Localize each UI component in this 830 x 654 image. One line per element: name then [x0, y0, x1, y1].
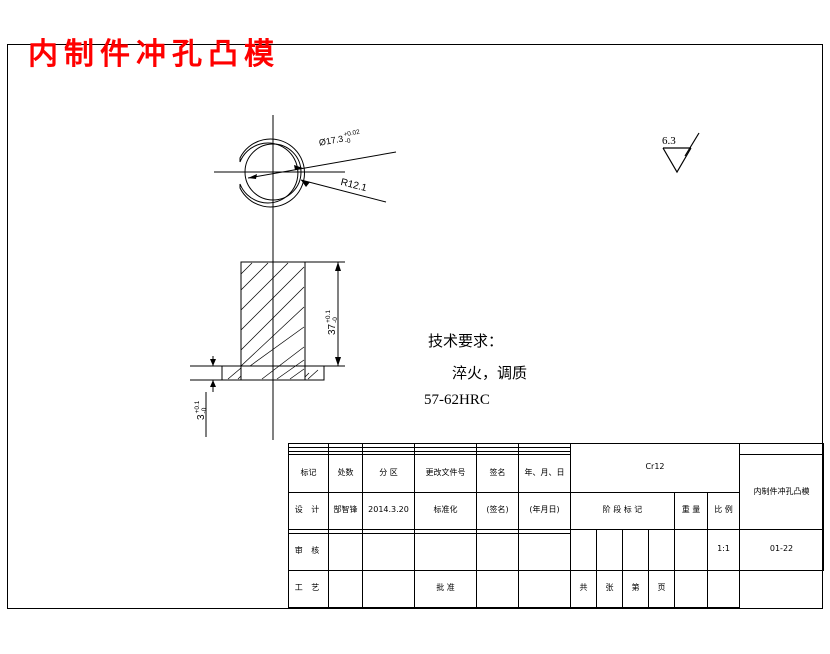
- process-date[interactable]: [362, 569, 415, 609]
- rev-header-mark: 标记: [288, 454, 329, 493]
- standardization-sign[interactable]: (签名): [476, 491, 519, 530]
- diameter-value: 17.3: [325, 133, 345, 147]
- flange-tol-lower: -0: [200, 407, 208, 414]
- height-tol-lower: -0: [331, 317, 339, 323]
- tech-req-heading: 技术要求：: [428, 332, 504, 350]
- designer-name[interactable]: 郜智锋: [328, 491, 363, 530]
- process-name[interactable]: [328, 569, 363, 609]
- drawing-number[interactable]: 01-22: [739, 528, 824, 571]
- sheet-footer-page: 页: [648, 569, 675, 609]
- section-view-dimensions: [190, 261, 345, 437]
- material-cell[interactable]: Cr12: [570, 443, 740, 493]
- review-signdate[interactable]: [518, 532, 571, 571]
- sheet-footer-total: 共: [570, 569, 597, 609]
- design-row: 设 计 郜智锋 2014.3.20 标准化 (签名) (年月日) 阶 段 标 记…: [288, 491, 824, 530]
- stage-header-marking: 阶 段 标 记: [570, 491, 675, 530]
- process-row: 工 艺 批 准 共 张 第 页: [288, 569, 824, 609]
- stage-header-weight: 重 量: [674, 491, 708, 530]
- rev-header-count: 处数: [328, 454, 363, 493]
- approve-sign[interactable]: [476, 569, 519, 609]
- role-label-design: 设 计: [288, 491, 329, 530]
- tech-req-line-2: 57-62HRC: [424, 392, 490, 408]
- rev-header-sign: 签名: [476, 454, 519, 493]
- rev-header-date: 年、月、日: [518, 454, 571, 493]
- sheet-footer-no: 第: [622, 569, 649, 609]
- stage-cell-4[interactable]: [648, 528, 675, 571]
- page-title: 内制件冲孔凸模: [28, 37, 280, 72]
- role-label-standardization: 标准化: [414, 491, 477, 530]
- title-block-row: 1:1 01-22: [288, 528, 824, 571]
- title-block-row: Cr12: [288, 442, 824, 493]
- weight-cell[interactable]: [674, 528, 708, 571]
- review-row: 审 核: [288, 532, 824, 571]
- standardization-date[interactable]: (年月日): [518, 491, 571, 530]
- role-label-review: 审 核: [288, 532, 329, 571]
- sheet-footer-sheets: 张: [596, 569, 623, 609]
- stage-cell-1[interactable]: [570, 528, 597, 571]
- review-date[interactable]: [362, 532, 415, 571]
- height-value: 37: [327, 323, 339, 335]
- review-sign[interactable]: [476, 532, 519, 571]
- rev-header-docno: 更改文件号: [414, 454, 477, 493]
- stage-cell-3[interactable]: [622, 528, 649, 571]
- review-extra[interactable]: [414, 532, 477, 571]
- technical-requirements: 技术要求： 淬火，调质 57-62HRC: [424, 330, 528, 409]
- role-label-approve: 批 准: [414, 569, 477, 609]
- sheet-frame: [7, 44, 823, 609]
- stage-cell-2[interactable]: [596, 528, 623, 571]
- revision-header-row: 标记 处数 分 区 更改文件号 签名 年、月、日 内制件冲孔凸模: [288, 454, 824, 530]
- design-date[interactable]: 2014.3.20: [362, 491, 415, 530]
- top-view-leaders: [247, 151, 397, 203]
- rev-header-zone: 分 区: [362, 454, 415, 493]
- top-view-geometry: [214, 115, 345, 245]
- scale-value[interactable]: 1:1: [707, 528, 740, 571]
- stage-header-scale: 比 例: [707, 491, 740, 530]
- sheet-footer-pad-1: [674, 569, 708, 609]
- surface-finish-value: 6.3: [662, 135, 676, 147]
- review-name[interactable]: [328, 532, 363, 571]
- tech-req-line-1: 淬火，调质: [452, 364, 528, 382]
- approve-date[interactable]: [518, 569, 571, 609]
- flange-value: 3: [196, 414, 208, 420]
- title-block: Cr12 标记: [288, 442, 824, 609]
- role-label-process: 工 艺: [288, 569, 329, 609]
- part-name-cell[interactable]: 内制件冲孔凸模: [739, 454, 824, 530]
- sheet-footer-pad-2: [707, 569, 740, 609]
- partname-upper-cell: [739, 442, 824, 456]
- surface-finish-symbol: [662, 132, 700, 174]
- section-view-geometry: [221, 245, 325, 440]
